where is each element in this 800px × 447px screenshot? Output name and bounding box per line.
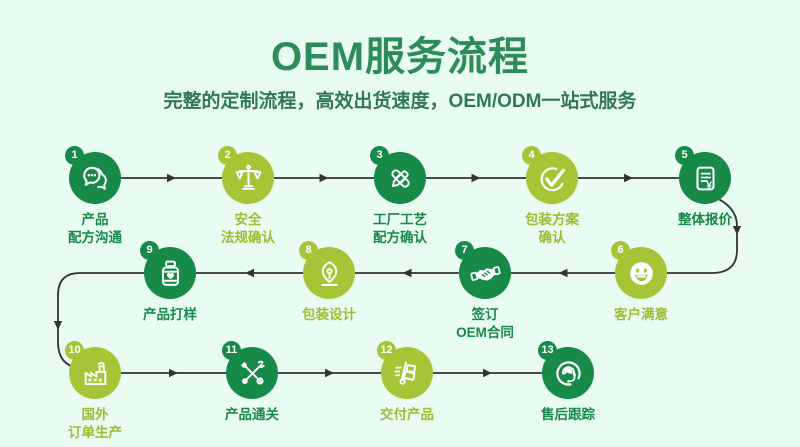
step-label: 安全 法规确认: [221, 212, 275, 245]
step-label: 客户满意: [614, 307, 668, 322]
step-number-badge: 5: [675, 146, 694, 165]
step-label: 工厂工艺 配方确认: [373, 212, 427, 245]
step-label: 交付产品: [380, 407, 434, 422]
page-title: OEM服务流程: [270, 35, 530, 79]
step-number-badge: 10: [65, 341, 84, 360]
flow-step-5: 5 整体报价: [645, 146, 765, 229]
step-number-badge: 11: [222, 341, 241, 360]
step-label: 包装设计: [302, 307, 356, 322]
flow-step-9: 9 产品打样: [110, 241, 230, 324]
step-number-badge: 3: [370, 146, 389, 165]
step-number-badge: 2: [218, 146, 237, 165]
flow-step-10: 10 国外 订单生产: [35, 341, 155, 441]
step-number-badge: 1: [65, 146, 84, 165]
flow-step-1: 1 产品 配方沟通: [35, 146, 155, 246]
flow-step-3: 3 工厂工艺 配方确认: [340, 146, 460, 246]
flow-step-11: 11 产品通关: [192, 341, 312, 424]
flow-step-6: 6 客户满意: [581, 241, 701, 324]
step-number-badge: 7: [455, 241, 474, 260]
flow-step-7: 7 签订 OEM合同: [425, 241, 545, 341]
step-label: 产品 配方沟通: [68, 212, 122, 245]
step-number-badge: 6: [611, 241, 630, 260]
step-label: 国外 订单生产: [68, 407, 122, 440]
flow-step-2: 2 安全 法规确认: [188, 146, 308, 246]
step-label: 包装方案 确认: [525, 212, 579, 245]
step-number-badge: 4: [522, 146, 541, 165]
step-number-badge: 8: [299, 241, 318, 260]
flow-step-12: 12 交付产品: [347, 341, 467, 424]
step-label: 产品打样: [143, 307, 197, 322]
flow-step-8: 8 包装设计: [269, 241, 389, 324]
step-label: 产品通关: [225, 407, 279, 422]
step-label: 售后跟踪: [541, 407, 595, 422]
step-number-badge: 13: [538, 341, 557, 360]
page-subtitle: 完整的定制流程，高效出货速度，OEM/ODM一站式服务: [163, 91, 637, 112]
step-label: 整体报价: [678, 212, 732, 227]
step-label: 签订 OEM合同: [456, 307, 514, 340]
flow-step-13: 13 售后跟踪: [508, 341, 628, 424]
step-number-badge: 9: [140, 241, 159, 260]
step-number-badge: 12: [377, 341, 396, 360]
flow-step-4: 4 包装方案 确认: [492, 146, 612, 246]
